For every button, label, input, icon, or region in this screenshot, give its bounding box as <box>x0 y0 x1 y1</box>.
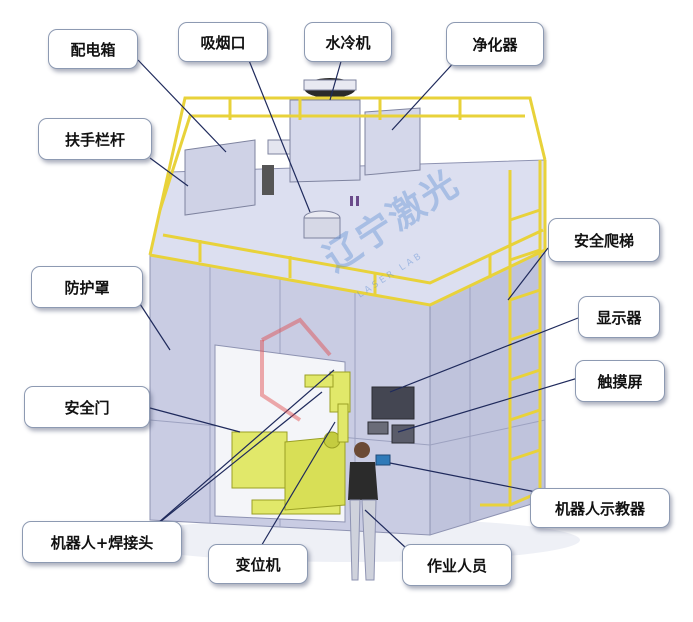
label-touchscreen: 触摸屏 <box>575 360 665 402</box>
label-protective-cover: 防护罩 <box>31 266 143 308</box>
positioner-shape <box>231 431 346 515</box>
label-display: 显示器 <box>578 296 660 338</box>
label-distribution-box: 配电箱 <box>48 29 138 69</box>
label-handrail: 扶手栏杆 <box>38 118 152 160</box>
label-purifier: 净化器 <box>446 22 544 66</box>
purifier-shape <box>364 107 421 176</box>
label-water-chiller: 水冷机 <box>304 22 392 62</box>
leader-lines <box>137 57 579 549</box>
label-operator: 作业人员 <box>402 544 512 586</box>
robot-shape <box>304 371 351 443</box>
label-positioner: 变位机 <box>208 544 308 584</box>
duct-shape <box>267 139 291 155</box>
label-robot-welding-head: 机器人+焊接头 <box>22 521 182 563</box>
water-chiller-shape <box>289 78 361 183</box>
control-knobs <box>367 421 389 435</box>
safety-ladder-shape <box>480 160 542 507</box>
label-robot-pendant: 机器人示教器 <box>530 488 670 528</box>
label-safety-door: 安全门 <box>24 386 150 428</box>
label-safety-ladder: 安全爬梯 <box>548 218 660 262</box>
label-fume-inlet: 吸烟口 <box>178 22 268 62</box>
fume-inlet-shape <box>303 210 341 239</box>
distribution-box-shape <box>184 139 256 216</box>
touchscreen-shape <box>391 424 415 444</box>
display-shape <box>371 386 415 420</box>
handrail-shape <box>148 96 547 307</box>
logo-mark <box>260 317 332 422</box>
operator-figure <box>348 442 391 581</box>
distribution-box-detail <box>262 165 274 195</box>
rooftop-accents <box>350 196 359 206</box>
